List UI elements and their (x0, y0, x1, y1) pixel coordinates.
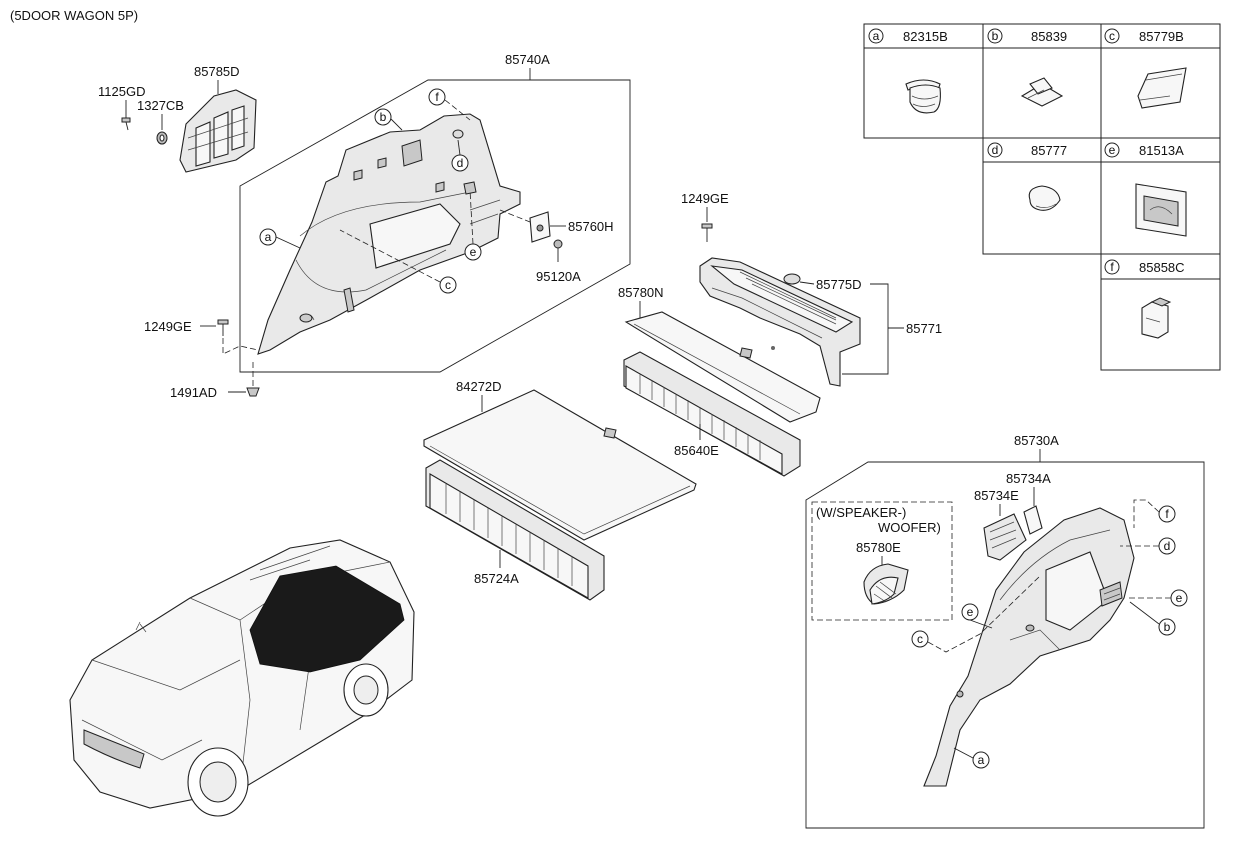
label-95120a: 95120A (536, 269, 581, 284)
cover-85780n: 85780N (618, 285, 821, 423)
legend-cell-f: f 85858C (1104, 259, 1185, 339)
label-1125gd: 1125GD (98, 84, 145, 99)
clip-1491ad: 1491AD (170, 362, 260, 400)
svg-text:d: d (992, 143, 999, 157)
nut-1327cb: 1327CB (137, 98, 184, 145)
svg-text:f: f (435, 90, 439, 104)
clip-e-icon (1135, 183, 1187, 237)
partition-85640e: 85640E (623, 351, 801, 477)
callout-e-right-1: e (1126, 589, 1188, 607)
svg-text:b: b (380, 110, 387, 124)
screw-95120a: 95120A (536, 239, 581, 284)
clip-b-icon (1020, 77, 1064, 107)
svg-text:e: e (1109, 143, 1116, 157)
label-85734a: 85734A (1006, 471, 1051, 486)
svg-text:85779B: 85779B (1139, 29, 1184, 44)
svg-text:c: c (917, 632, 923, 646)
screw-1249ge-left: 1249GE (144, 319, 259, 355)
svg-text:81513A: 81513A (1139, 143, 1184, 158)
svg-text:82315B: 82315B (903, 29, 948, 44)
svg-text:85858C: 85858C (1139, 260, 1185, 275)
label-85724a: 85724A (474, 571, 519, 586)
callout-a-left: a (259, 228, 301, 249)
clip-c-icon (1137, 67, 1187, 109)
label-85730a: 85730A (1014, 433, 1059, 448)
clip-f-icon (1141, 297, 1172, 339)
svg-text:f: f (1110, 260, 1114, 274)
label-85775d: 85775D (816, 277, 862, 292)
clip-a-icon (905, 79, 941, 114)
label-84272d: 84272D (456, 379, 502, 394)
callout-d-right: d (1120, 537, 1176, 555)
screw-1125gd: 1125GD (98, 84, 145, 131)
legend-table: a 82315B b 85839 c 85779B (863, 23, 1221, 371)
svg-text:a: a (265, 230, 272, 244)
legend-cell-c: c 85779B (1104, 28, 1187, 109)
diagram-title: (5DOOR WAGON 5P) (10, 8, 138, 23)
svg-text:c: c (1109, 29, 1115, 43)
svg-text:a: a (873, 29, 880, 43)
legend-cell-b: b 85839 (987, 28, 1067, 107)
label-85780n: 85780N (618, 285, 664, 300)
callout-d-left: d (451, 139, 469, 172)
legend-cell-a: a 82315B (868, 28, 948, 114)
svg-text:e: e (967, 605, 974, 619)
svg-text:d: d (1164, 539, 1171, 553)
quarter-trim-panel-left (257, 113, 521, 355)
partition-85724a: 85724A (425, 459, 605, 601)
label-85640e: 85640E (674, 443, 719, 458)
label-85771: 85771 (906, 321, 942, 336)
speaker-woofer-box: (W/SPEAKER-) WOOFER) 85780E (811, 501, 953, 621)
label-1327cb: 1327CB (137, 98, 184, 113)
legend-cell-e: e 81513A (1104, 142, 1187, 237)
svg-text:b: b (992, 29, 999, 43)
board-84272d: 84272D (423, 379, 697, 541)
callout-f-right: f (1133, 499, 1176, 528)
label-w-speaker: (W/SPEAKER-) (816, 505, 906, 520)
callout-f-left: f (428, 88, 471, 121)
bracket-85760h: 85760H (499, 209, 614, 243)
label-85780e: 85780E (856, 540, 901, 555)
label-85785d: 85785D (194, 64, 240, 79)
svg-text:e: e (1176, 591, 1183, 605)
label-1249ge-left: 1249GE (144, 319, 192, 334)
legend-cell-d: d 85777 (987, 142, 1067, 211)
label-woofer: WOOFER) (878, 520, 941, 535)
quarter-trim-panel-right (923, 507, 1135, 787)
label-85740a: 85740A (505, 52, 550, 67)
vehicle-illustration (69, 539, 415, 817)
group-85740a: 85740A f b (144, 52, 631, 400)
label-1249ge-mid: 1249GE (681, 191, 729, 206)
callout-e-left: e (464, 189, 482, 261)
screw-1249ge-mid: 1249GE (681, 191, 729, 242)
svg-text:b: b (1164, 620, 1171, 634)
cover-85785d: 85785D (179, 64, 257, 173)
svg-text:a: a (978, 753, 985, 767)
label-1491ad: 1491AD (170, 385, 217, 400)
trim-85771: 85771 (699, 257, 942, 387)
label-85760h: 85760H (568, 219, 614, 234)
svg-text:85777: 85777 (1031, 143, 1067, 158)
callout-c-right: c (911, 575, 1041, 653)
callout-c-left: c (339, 229, 457, 294)
clip-85775d: 85775D (783, 273, 862, 292)
clip-d-icon (1028, 185, 1061, 211)
svg-text:c: c (445, 278, 451, 292)
label-85734e: 85734E (974, 488, 1019, 503)
svg-text:f: f (1165, 507, 1169, 521)
callout-a-right: a (953, 747, 990, 769)
callout-b-left: b (374, 108, 403, 131)
svg-text:d: d (457, 156, 464, 170)
svg-text:e: e (470, 245, 477, 259)
svg-text:85839: 85839 (1031, 29, 1067, 44)
callout-e-right-2: e (961, 603, 993, 629)
callout-b-right: b (1129, 601, 1176, 636)
group-85730a: 85730A (W/SPEAKER-) WOOFER) 85780E 85734… (805, 433, 1205, 829)
